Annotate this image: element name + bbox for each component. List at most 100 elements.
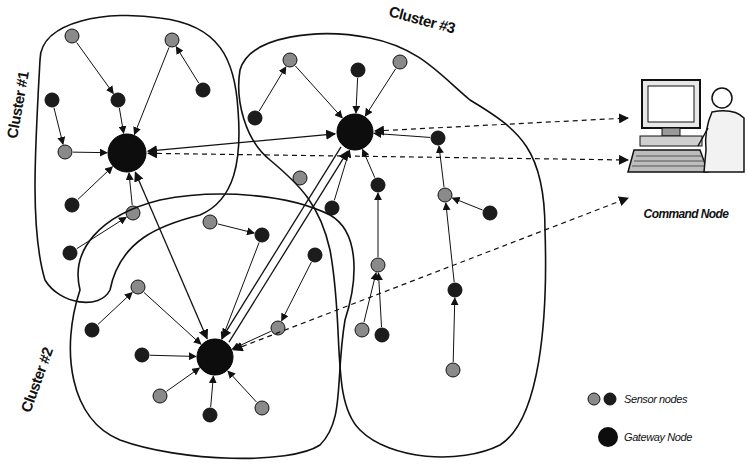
sensor-node xyxy=(393,55,407,69)
sensor-node xyxy=(431,131,445,145)
sensor-link xyxy=(211,376,214,407)
cluster-outline xyxy=(35,8,247,310)
sensor-sample-dot xyxy=(588,393,600,405)
legend: Sensor nodesGateway Node xyxy=(586,386,692,462)
sensor-link xyxy=(365,69,395,116)
sensor-link xyxy=(54,108,63,144)
sensor-sample xyxy=(586,387,620,411)
sensor-node xyxy=(165,33,179,47)
label-holder: Cluster #3 xyxy=(387,3,457,38)
sensor-node xyxy=(371,178,385,192)
sensor-link xyxy=(77,217,126,248)
sensor-node xyxy=(448,283,462,297)
sensor-node xyxy=(135,348,149,362)
sensor-node xyxy=(255,401,269,415)
label-holder: Command Node xyxy=(644,204,729,222)
sensor-node xyxy=(203,215,217,229)
gateway-sample-dot xyxy=(598,427,618,447)
sensor-link xyxy=(282,262,312,321)
sensor-nodes xyxy=(45,29,497,422)
gateway-sample xyxy=(586,425,620,449)
sensor-link xyxy=(150,355,196,356)
gateway-node xyxy=(337,114,373,150)
sensor-link xyxy=(144,292,201,344)
sensor-link xyxy=(176,47,199,83)
legend-row: Gateway Node xyxy=(586,424,692,450)
gateway-link xyxy=(222,147,341,338)
sensor-link xyxy=(73,152,107,154)
sensor-link xyxy=(295,66,342,118)
keyboard xyxy=(628,150,708,172)
cluster-label: Cluster #1 xyxy=(3,70,31,139)
sensor-node xyxy=(483,206,497,220)
sensor-link xyxy=(218,224,254,233)
sensor-link xyxy=(119,108,123,133)
sensor-link xyxy=(129,173,132,205)
sensor-link xyxy=(374,133,430,137)
monitor xyxy=(642,80,700,128)
sensor-node xyxy=(58,145,72,159)
cluster-label: Cluster #2 xyxy=(17,345,56,414)
dashed-link xyxy=(148,153,628,160)
cluster-region: Cluster #1 xyxy=(35,8,247,310)
sensor-node xyxy=(355,323,369,337)
gateway-node xyxy=(108,134,146,172)
sensor-node xyxy=(153,389,167,403)
sensor-node xyxy=(111,93,125,107)
sensor-links xyxy=(54,42,483,407)
operator-body xyxy=(704,111,744,172)
command-node: Command Node xyxy=(628,75,744,225)
sensor-node xyxy=(196,83,210,97)
cpu-case xyxy=(640,136,702,146)
sensor-link xyxy=(232,331,270,349)
sensor-link xyxy=(378,273,381,327)
sensor-node xyxy=(446,363,460,377)
sensor-node xyxy=(375,328,389,342)
sensor-link xyxy=(439,146,444,187)
sensor-link xyxy=(78,167,113,200)
sensor-node xyxy=(371,258,385,272)
cluster-outline xyxy=(70,194,354,458)
sensor-link xyxy=(167,368,200,391)
sensor-node xyxy=(85,323,99,337)
sensor-node xyxy=(63,246,77,260)
cluster-region: Cluster #3 xyxy=(235,15,550,465)
gateway-link xyxy=(148,134,335,151)
sensor-node xyxy=(438,188,452,202)
gateway-node xyxy=(197,339,233,375)
cluster-outline xyxy=(35,15,239,302)
operator-arm xyxy=(698,128,708,146)
label-holder: Cluster #1 xyxy=(3,70,32,140)
sensor-node xyxy=(45,93,59,107)
sensor-node xyxy=(351,63,365,77)
screen xyxy=(648,86,694,122)
sensor-link xyxy=(228,371,257,402)
legend-text: Sensor nodes xyxy=(624,393,687,405)
sensor-link xyxy=(259,67,286,111)
sensor-link xyxy=(378,193,379,257)
cluster-outline xyxy=(235,15,550,465)
monitor-stand xyxy=(662,128,680,136)
computer-illustration xyxy=(628,80,744,172)
sensor-node xyxy=(308,248,322,262)
sensor-link xyxy=(334,150,349,200)
sensor-link xyxy=(453,298,455,362)
sensor-node xyxy=(131,280,145,294)
sensor-link xyxy=(77,42,114,93)
sensor-sample-dot xyxy=(604,393,616,405)
sensor-link xyxy=(363,149,375,177)
operator-head xyxy=(712,88,732,108)
legend-text: Gateway Node xyxy=(624,431,692,443)
sensor-node xyxy=(65,29,79,43)
legend-row: Sensor nodes xyxy=(586,386,692,412)
keyboard-keys xyxy=(632,156,706,166)
cluster-outline xyxy=(60,185,365,465)
dashed-link xyxy=(234,198,628,350)
sensor-node xyxy=(203,408,217,422)
sensor-link xyxy=(134,47,169,134)
sensor-node xyxy=(65,198,79,212)
sensor-node xyxy=(283,53,297,67)
sensor-node xyxy=(248,111,262,125)
sensor-link xyxy=(356,78,358,113)
sensor-link xyxy=(452,198,482,210)
